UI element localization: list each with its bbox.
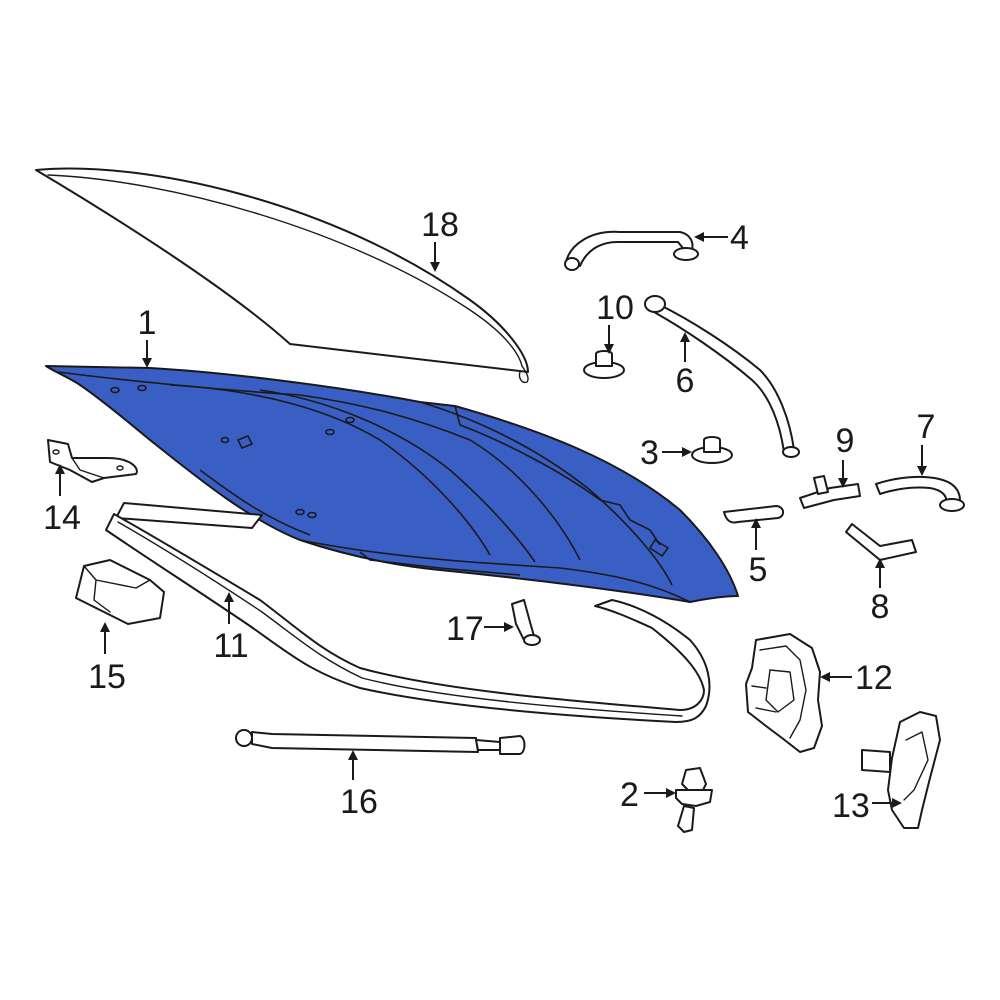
part-16-lift-support[interactable] <box>235 729 526 755</box>
part-11-weatherstrip[interactable] <box>105 502 711 723</box>
part-4-washer-hose[interactable] <box>564 230 699 271</box>
part-6-washer-hose[interactable] <box>644 295 800 458</box>
callout-10: 10 <box>596 289 634 327</box>
callout-9: 9 <box>836 422 855 460</box>
callout-2: 2 <box>620 776 639 814</box>
callout-18: 18 <box>421 206 459 244</box>
part-12-hood-latch[interactable] <box>745 633 823 753</box>
callout-3: 3 <box>640 434 659 472</box>
callout-11: 11 <box>213 627 248 665</box>
callout-16: 16 <box>340 783 378 821</box>
callout-7: 7 <box>917 408 936 446</box>
part-8-elbow-connector[interactable] <box>845 523 917 561</box>
part-10-clip[interactable] <box>583 350 625 379</box>
callout-15: 15 <box>88 658 126 696</box>
part-15-latch-cover[interactable] <box>75 559 165 625</box>
callout-13: 13 <box>832 787 870 825</box>
part-14-hinge-bracket[interactable] <box>47 439 138 483</box>
part-18-hood-insulator[interactable] <box>35 167 529 384</box>
part-1-hood-panel[interactable] <box>45 365 739 603</box>
part-2-bumper[interactable] <box>675 767 713 833</box>
callout-labels: 18 1 4 10 6 3 9 7 5 8 14 11 15 17 12 16 … <box>43 206 935 825</box>
callout-5: 5 <box>749 551 768 589</box>
callout-12: 12 <box>855 659 893 697</box>
part-3-clip[interactable] <box>691 436 733 464</box>
leader-lines <box>55 232 927 808</box>
callout-6: 6 <box>676 362 695 400</box>
part-7-washer-hose[interactable] <box>875 475 965 512</box>
callout-14: 14 <box>43 499 81 537</box>
callout-4: 4 <box>730 219 749 257</box>
part-17-bumper[interactable] <box>511 599 541 646</box>
part-9-tee-connector[interactable] <box>799 475 861 509</box>
callout-1: 1 <box>138 304 157 342</box>
callout-8: 8 <box>871 588 890 626</box>
part-5-hose-connector[interactable] <box>723 505 784 524</box>
part-13-striker[interactable] <box>861 711 941 829</box>
callout-17: 17 <box>446 610 484 648</box>
